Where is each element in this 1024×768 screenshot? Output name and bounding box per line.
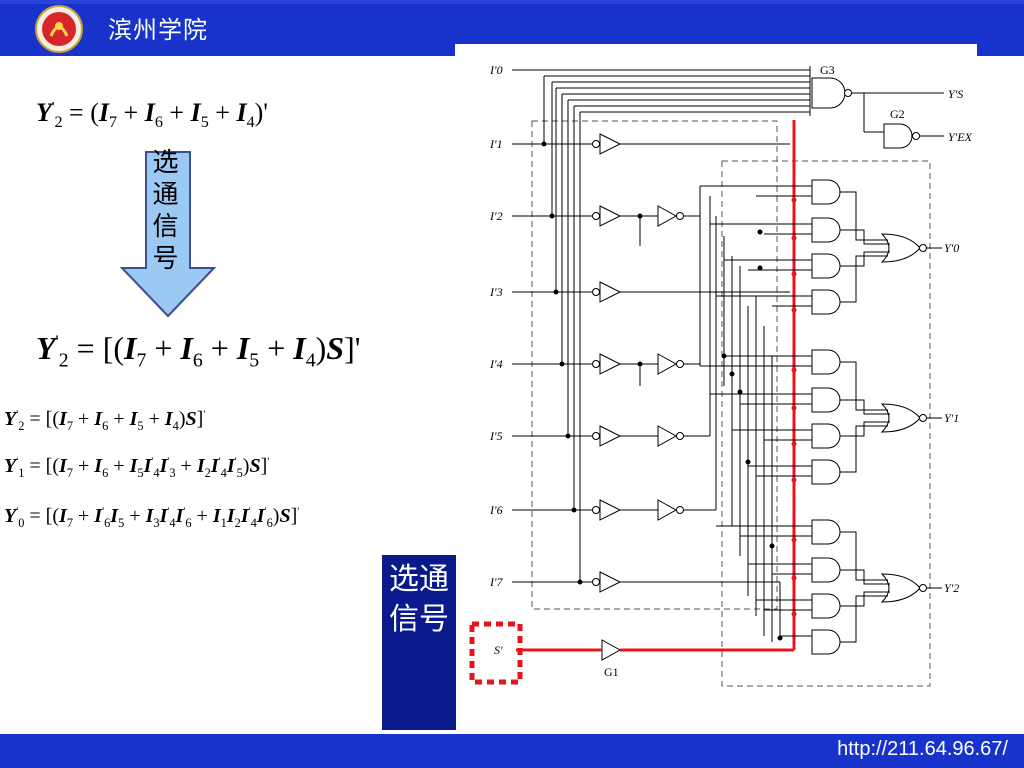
input-labels: I′0 I′1 I′2 I′3 I′4 I′5 I′6 I′7 S′ xyxy=(489,63,504,657)
eq2-s: S xyxy=(326,330,345,366)
eq2-closeb: ]' xyxy=(344,330,361,366)
inverter-gate-g1 xyxy=(601,639,622,661)
eq2-eq: = [( xyxy=(76,330,124,366)
header-divider xyxy=(455,44,977,58)
and-gate xyxy=(811,179,841,205)
input-label: I′0 xyxy=(489,63,503,77)
strobe-highlight-box xyxy=(469,621,523,685)
inverter-gate xyxy=(657,425,684,447)
inverter-gate xyxy=(592,281,622,303)
or-gate xyxy=(880,403,921,433)
and-gate xyxy=(811,629,841,655)
arrow-label: 选通信号 xyxy=(148,148,178,276)
inverter-gate xyxy=(657,499,684,521)
strobe-signal-label: 选通信号 xyxy=(389,562,449,637)
or-gate xyxy=(880,233,921,263)
equation-y2-base: Y'2 = (I7 + I6 + I5 + I4)' xyxy=(36,98,268,132)
input-label: I′6 xyxy=(489,503,503,517)
equation-y2: Y'2 = [(I7 + I6 + I5 + I4)S]' xyxy=(4,408,206,433)
input-label: I′5 xyxy=(489,429,503,443)
output-label: Y′EX xyxy=(948,130,973,144)
eq3-sub: 2 xyxy=(18,419,25,433)
output-label: Y′S xyxy=(948,87,963,101)
inverter-gate xyxy=(592,353,622,375)
input-label: S′ xyxy=(494,643,503,657)
eq3-lhs: Y xyxy=(4,408,17,430)
eq1-eq: = ( xyxy=(69,98,99,127)
eq4-sub: 1 xyxy=(18,466,25,480)
input-label: I′4 xyxy=(489,357,503,371)
priority-encoder-circuit: I′0 I′1 I′2 I′3 I′4 I′5 I′6 I′7 S′ xyxy=(469,63,973,687)
inverter-gate xyxy=(592,571,622,593)
and-gate xyxy=(811,557,841,583)
gate-label: G1 xyxy=(604,665,619,679)
inverter-gate xyxy=(657,205,684,227)
eq2-lhs: Y xyxy=(36,330,56,366)
equation-y2-strobed: Y'2 = [(I7 + I6 + I5 + I4)S]' xyxy=(36,330,361,372)
and-gate xyxy=(811,519,841,545)
down-arrow-icon xyxy=(119,151,217,318)
strobe-junctions xyxy=(791,197,797,617)
or-gate xyxy=(880,573,921,603)
input-label: I′7 xyxy=(489,575,504,589)
equation-y1: Y'1 = [(I7 + I6 + I5I'4I'3 + I2I'4I'5)S]… xyxy=(4,455,270,480)
and-input-wires xyxy=(700,185,812,637)
footer-url[interactable]: http://211.64.96.67/ xyxy=(837,738,1008,760)
output-label: Y′1 xyxy=(944,411,959,425)
or-gate-wires xyxy=(840,191,942,643)
junction-dots xyxy=(541,141,583,585)
and-gate xyxy=(811,289,841,315)
and-gate xyxy=(811,349,841,375)
school-emblem-icon xyxy=(35,5,83,53)
equation-y0: Y'0 = [(I7 + I'6I5 + I3I'4I'6 + I1I2I'4I… xyxy=(4,505,300,530)
input-label: I′1 xyxy=(489,137,503,151)
strobe-signal-box xyxy=(382,555,456,730)
eq2-close: ) xyxy=(315,330,327,366)
or-gate-bubbles xyxy=(919,244,927,592)
school-name: 滨州学院 xyxy=(108,16,208,44)
and-gate xyxy=(811,217,841,243)
eq1-lhs: Y xyxy=(36,98,52,127)
or-gate-bank xyxy=(880,233,921,603)
inverter-gates xyxy=(592,133,684,661)
eq4-lhs: Y xyxy=(4,455,17,477)
inverter-gate xyxy=(592,205,622,227)
inverter-gate xyxy=(592,133,622,155)
input-label: I′2 xyxy=(489,209,503,223)
gate-label: G2 xyxy=(890,107,905,121)
and-gate xyxy=(811,387,841,413)
footer-bar xyxy=(0,734,1024,768)
inverter-wires xyxy=(620,143,790,642)
inverter-gate xyxy=(592,499,622,521)
inverter-gate xyxy=(592,425,622,447)
eq1-sub: 2 xyxy=(54,114,63,132)
input-wires xyxy=(512,69,810,583)
output-label: Y′0 xyxy=(944,241,959,255)
gate-label: G3 xyxy=(820,63,835,77)
dashed-box-inverters xyxy=(531,120,778,610)
eq5-sub: 0 xyxy=(18,516,25,530)
and-gate xyxy=(811,459,841,485)
and-gate-bank xyxy=(811,179,841,655)
dashed-box-logic xyxy=(721,160,931,687)
eq5-lhs: Y xyxy=(4,505,17,527)
junction-dots xyxy=(637,213,783,641)
and-gate xyxy=(811,253,841,279)
and-gate-g2 xyxy=(883,123,920,149)
and-gate xyxy=(811,423,841,449)
eq2-prime: ' xyxy=(55,331,59,352)
and-gate xyxy=(811,593,841,619)
and-gate-g3 xyxy=(809,66,852,116)
inverter-gate xyxy=(657,353,684,375)
output-label: Y′2 xyxy=(944,581,959,595)
header-strip xyxy=(0,0,1024,4)
eq2-sub: 2 xyxy=(58,349,69,372)
eq1-prime: ' xyxy=(51,99,55,116)
eq1-close: )' xyxy=(254,98,268,127)
input-label: I′3 xyxy=(489,285,503,299)
